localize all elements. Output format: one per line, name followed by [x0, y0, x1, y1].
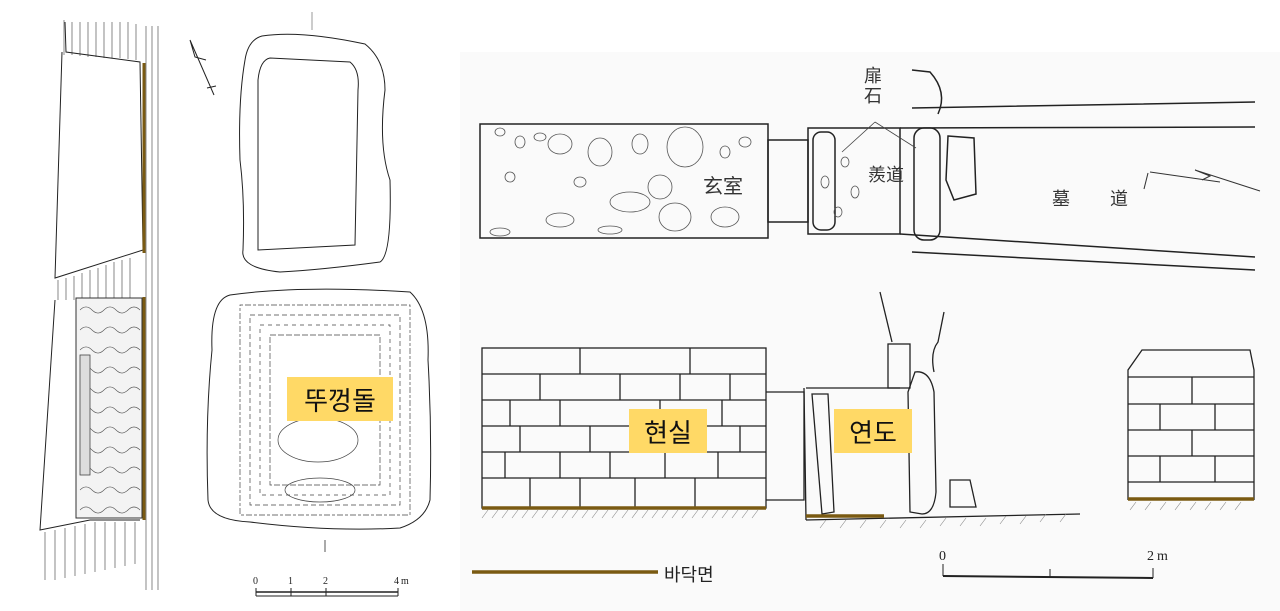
capstone-label: 뚜껑돌 [287, 377, 393, 421]
left-scale-unit: m [401, 576, 409, 587]
main-chamber-plan-label: 玄室 [703, 174, 743, 198]
left-scale-tick-1: 1 [288, 576, 293, 587]
door-stone-label-2: 石 [864, 86, 882, 107]
plan-north-arrow-icon [1149, 169, 1261, 192]
door-stone-label-1: 扉 [864, 66, 882, 87]
left-scale-tick-4: 4 [394, 576, 399, 587]
right-scale-bar [942, 564, 1154, 579]
passage-section-label: 연도 [834, 409, 912, 453]
north-arrow-icon [189, 39, 217, 96]
tomb-path-label-2: 道 [1110, 189, 1128, 210]
left-figure-drawing [39, 12, 432, 597]
right-scale-tick-2: 2 [1147, 549, 1154, 564]
legend-floor-label: 바닥면 [664, 565, 714, 586]
left-figure-panel: 0 1 2 4 m 뚜껑돌 [0, 0, 460, 611]
left-scale-tick-2: 2 [323, 576, 328, 587]
main-chamber-section-label: 현실 [629, 409, 707, 453]
tomb-path-label-1: 墓 [1052, 189, 1070, 210]
right-scale-tick-0: 0 [939, 549, 946, 564]
right-figure-panel: 扉 石 玄室 羨道 墓 道 현실 연도 바닥면 0 2 m [460, 52, 1280, 611]
left-scale-tick-0: 0 [253, 576, 258, 587]
right-figure-drawing [472, 69, 1261, 579]
left-scale-bar [255, 588, 399, 597]
right-scale-unit: m [1157, 549, 1168, 564]
passage-plan-label: 羨道 [868, 165, 904, 186]
